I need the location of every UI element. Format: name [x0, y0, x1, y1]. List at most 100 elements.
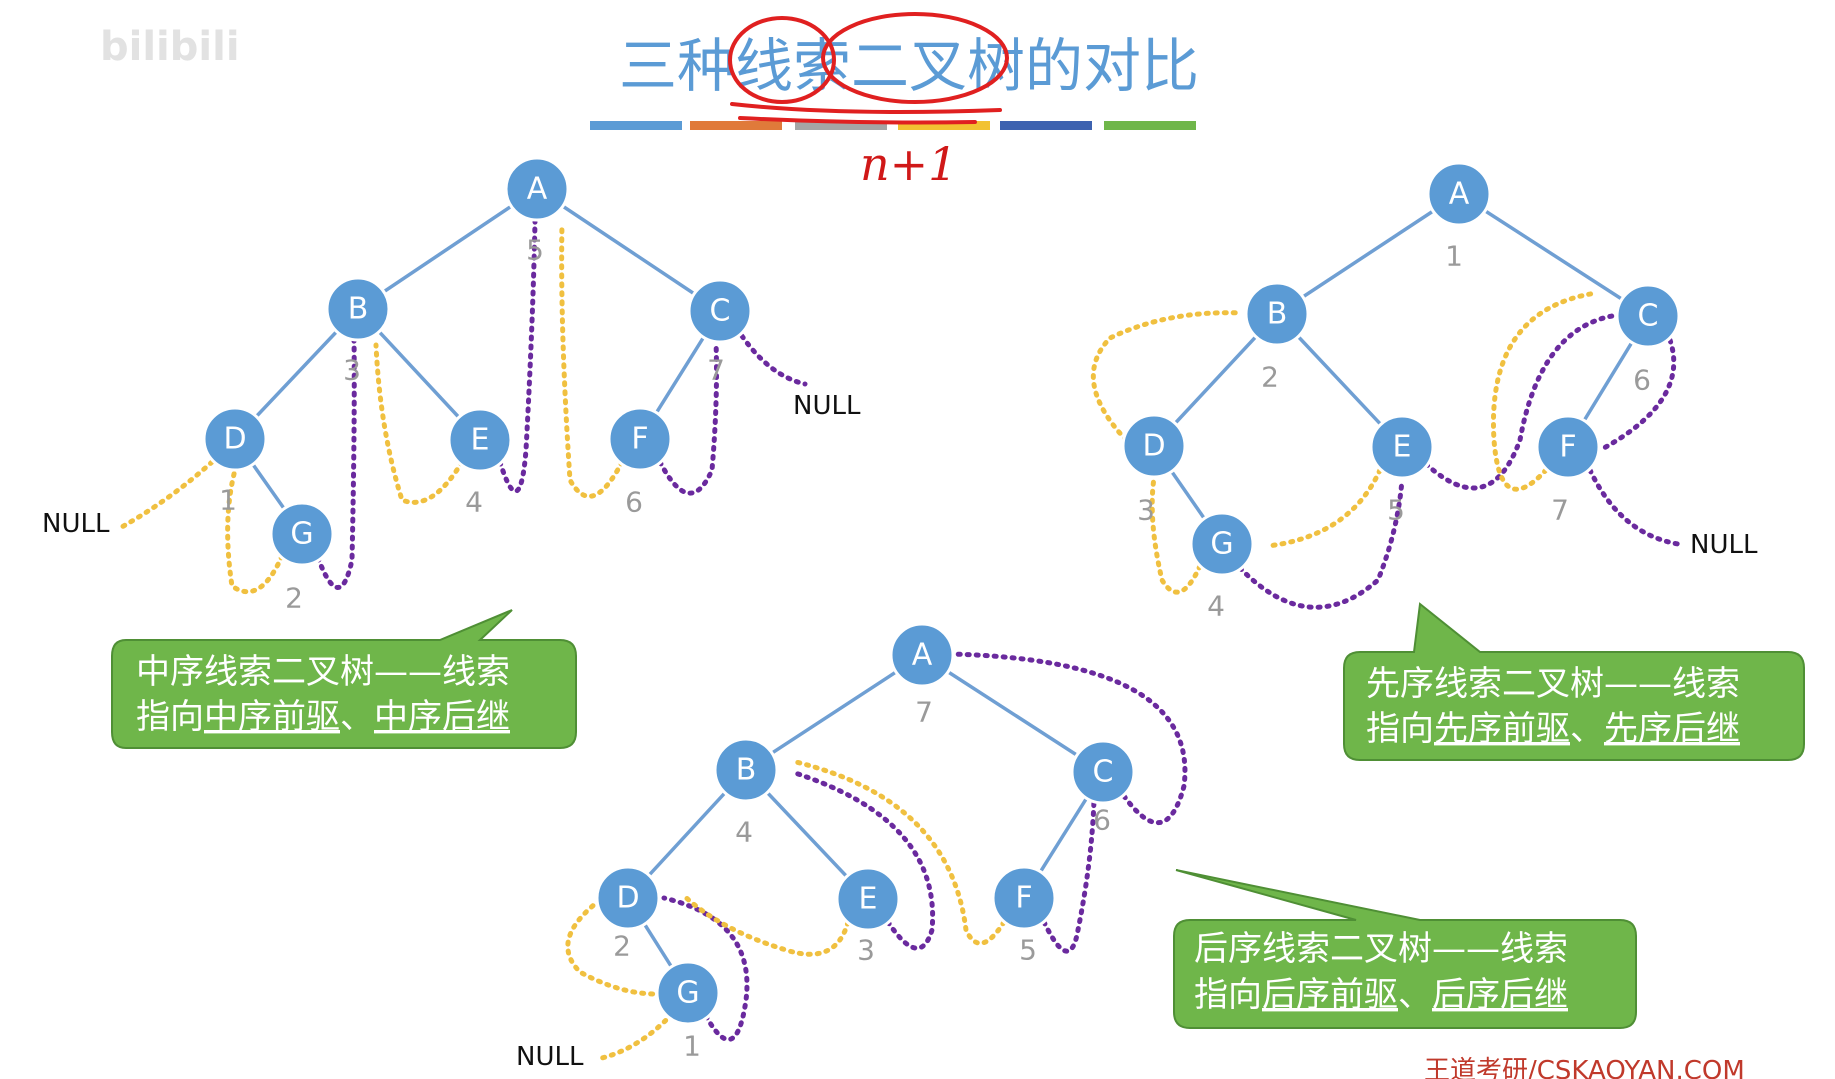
tree-node: E3 [835, 866, 901, 967]
node-label: F [1015, 881, 1032, 916]
null-label: NULL [1690, 530, 1758, 560]
node-circle [202, 406, 268, 472]
edge-A-B [745, 653, 923, 772]
watermark-text: bilibili [100, 24, 240, 70]
pred-thread-D [117, 459, 215, 531]
succ-thread-E [497, 219, 538, 494]
tree-node: E5 [1369, 414, 1435, 527]
callout-line-1: 中序线索二叉树——线索 [136, 652, 510, 692]
node-circle [889, 622, 955, 688]
node-circle [325, 276, 391, 342]
callout-sep: 、 [1570, 709, 1604, 749]
callout-succ: 中序后继 [374, 697, 510, 737]
node-order-number: 6 [625, 486, 643, 519]
pred-thread-F [559, 221, 625, 499]
node-circle [1244, 281, 1310, 347]
color-bar-segment [590, 121, 682, 130]
annotation-underline-2 [738, 116, 977, 125]
node-circle [1426, 161, 1492, 227]
callout-line-2: 指向中序前驱、中序后继 [136, 697, 510, 737]
callout-line-2: 指向后序前驱、后序后继 [1194, 975, 1568, 1015]
tree-node: F5 [991, 865, 1057, 967]
callout-prefix: 指向 [136, 697, 204, 737]
node-order-number: 7 [707, 354, 725, 387]
succ-thread-F [657, 339, 719, 496]
callout-prefix: 指向 [1194, 975, 1262, 1015]
callout-box [1343, 602, 1805, 761]
node-label: D [223, 422, 246, 457]
tree-node: A5 [504, 156, 570, 267]
node-order-number: 6 [1633, 364, 1651, 397]
callout-succ: 先序后继 [1604, 709, 1740, 749]
callout-box [111, 609, 577, 749]
null-label: NULL [793, 391, 861, 421]
edge-A-C [536, 187, 721, 313]
annotation-circle-1 [728, 16, 836, 104]
node-label: B [348, 292, 369, 327]
succ-thread-F [1041, 797, 1097, 954]
node-order-number: 2 [285, 582, 303, 615]
annotation-text: n+1 [860, 137, 957, 191]
node-order-number: 1 [1445, 240, 1463, 273]
node-order-number: 2 [1261, 361, 1279, 394]
succ-thread-F [1587, 467, 1681, 547]
tree-node: F6 [607, 406, 673, 519]
node-order-number: 4 [1207, 590, 1225, 623]
handwritten-annotation: n+1 [728, 12, 1009, 191]
tree-node: D3 [1121, 413, 1187, 527]
node-order-number: 4 [465, 486, 483, 519]
callout-pred: 先序前驱 [1434, 709, 1570, 749]
succ-thread-C [947, 651, 1188, 826]
callout-pred: 中序前驱 [204, 697, 340, 737]
tree-node: B2 [1244, 281, 1310, 394]
color-bar-segment [1104, 121, 1196, 130]
node-circle [1369, 414, 1435, 480]
node-label: G [676, 976, 699, 1011]
callout-line-1: 先序线索二叉树——线索 [1366, 664, 1740, 704]
node-order-number: 3 [343, 354, 361, 387]
tree-edges [233, 187, 722, 536]
color-bar-segment [898, 121, 990, 130]
node-order-number: 4 [735, 816, 753, 849]
node-label: D [1142, 429, 1165, 464]
tree-node: D2 [595, 865, 661, 963]
node-order-number: 3 [1137, 494, 1155, 527]
succ-thread-C [1601, 337, 1677, 451]
edge-A-B [1276, 192, 1460, 316]
tree-node: C7 [687, 278, 753, 387]
node-order-number: 6 [1093, 804, 1111, 837]
node-circle [713, 737, 779, 803]
annotation-underline-1 [730, 102, 1002, 114]
node-order-number: 7 [915, 696, 933, 729]
node-label: A [1449, 177, 1470, 212]
tree-node: C6 [1070, 739, 1136, 837]
edge-A-B [357, 187, 538, 311]
node-circle [835, 866, 901, 932]
pred-thread-F [1490, 290, 1599, 492]
tree-node: G2 [269, 501, 335, 615]
callout-sep: 、 [1398, 975, 1432, 1015]
node-label: G [1210, 527, 1233, 562]
succ-thread-G [1237, 477, 1405, 610]
tree-node: A7 [889, 622, 955, 729]
color-bar-segment [795, 121, 887, 130]
node-label: B [1267, 297, 1288, 332]
node-label: F [631, 422, 648, 457]
callout-sep: 、 [340, 697, 374, 737]
node-order-number: 7 [1551, 494, 1569, 527]
node-order-number: 1 [219, 484, 237, 517]
node-label: A [527, 172, 548, 207]
callout-line-1: 后序线索二叉树——线索 [1194, 929, 1568, 969]
callout-succ: 后序后继 [1432, 975, 1568, 1015]
tree-edges [1152, 192, 1650, 545]
node-order-number: 2 [613, 930, 631, 963]
node-label: G [290, 517, 313, 552]
node-order-number: 5 [1019, 934, 1037, 967]
node-circle [447, 407, 513, 473]
